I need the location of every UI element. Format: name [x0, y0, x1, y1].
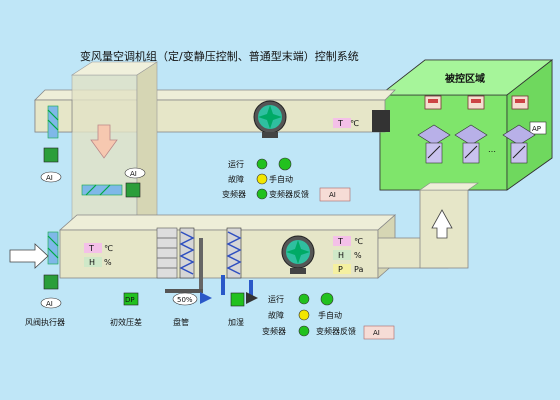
vav-box-1[interactable] — [417, 124, 451, 164]
svg-text:运行: 运行 — [268, 294, 284, 304]
mixing-damper[interactable] — [81, 182, 141, 198]
coil-valve[interactable]: 50% — [172, 292, 212, 306]
page-title: 变风量空调机组（定/变静压控制、普通型末端）控制系统 — [80, 49, 359, 63]
supply-pressure-reading: P Pa — [333, 264, 363, 274]
zone-label: 被控区域 — [445, 72, 485, 85]
return-fan-run-indicator — [256, 158, 268, 170]
mix-down-arrow — [90, 124, 118, 159]
svg-text:AP: AP — [532, 125, 541, 133]
supply-fan-start-button[interactable] — [320, 292, 334, 306]
zone-ap-sensor: AP — [529, 121, 547, 135]
svg-text:T: T — [337, 237, 343, 246]
humidifier-valve[interactable] — [230, 292, 258, 307]
svg-text:故障: 故障 — [268, 310, 284, 320]
svg-text:T: T — [88, 244, 94, 253]
humidifier[interactable] — [221, 227, 253, 300]
svg-text:P: P — [338, 265, 343, 274]
supply-fan-run-indicator — [298, 293, 310, 305]
supply-fan-fault-indicator — [298, 309, 310, 321]
svg-text:H: H — [338, 251, 344, 260]
svg-text:%: % — [354, 251, 362, 260]
return-fan-vfd-ai — [319, 187, 351, 202]
svg-text:AI: AI — [329, 191, 336, 199]
svg-text:AI: AI — [130, 170, 137, 178]
svg-text:50%: 50% — [177, 296, 193, 304]
zone-thermostat-3[interactable] — [511, 95, 529, 110]
svg-text:变频器: 变频器 — [222, 189, 246, 199]
vav-box-2[interactable] — [454, 124, 488, 164]
svg-text:变频器反馈: 变频器反馈 — [269, 189, 309, 199]
zone-thermostat-2[interactable] — [467, 95, 485, 110]
svg-text:%: % — [104, 258, 112, 267]
exhaust-damper[interactable] — [43, 105, 59, 163]
svg-text:DP: DP — [125, 296, 135, 304]
outdoor-air-damper[interactable] — [43, 231, 59, 290]
return-fan-fault-indicator — [256, 173, 268, 185]
coil-label: 盘管 — [173, 317, 189, 327]
supply-fan[interactable] — [281, 235, 315, 274]
svg-text:Pa: Pa — [354, 265, 363, 274]
return-fan[interactable] — [253, 100, 287, 138]
svg-text:℃: ℃ — [350, 119, 359, 128]
return-fan-start-button[interactable] — [278, 157, 292, 171]
supply-temp-sensor: T ℃ — [333, 118, 359, 128]
svg-text:AI: AI — [46, 300, 53, 308]
svg-text:T: T — [337, 119, 343, 128]
svg-text:变频器反馈: 变频器反馈 — [316, 326, 356, 336]
ahu-housing — [70, 61, 159, 231]
supply-humidity-reading: H % — [333, 250, 362, 260]
return-fan-status-panel: 运行 故障 手自动 变频器 变频器反馈 AI — [222, 157, 351, 202]
zone-supply-duct — [377, 182, 479, 269]
pre-filter[interactable] — [156, 227, 178, 279]
vav-box-3[interactable] — [502, 124, 536, 164]
cooling-coil[interactable] — [165, 227, 203, 293]
controlled-zone: 被控区域 — [378, 59, 554, 191]
outdoor-air-arrow — [9, 243, 49, 269]
supply-fan-vfd-indicator — [298, 325, 310, 337]
svg-text:手自动: 手自动 — [269, 174, 293, 184]
mix-temp-sensor: T ℃ — [84, 243, 113, 253]
svg-text:故障: 故障 — [228, 174, 244, 184]
svg-text:℃: ℃ — [104, 244, 113, 253]
actuator-label: 风阀执行器 — [25, 317, 65, 327]
svg-text:H: H — [89, 258, 95, 267]
zone-thermostat-1[interactable] — [424, 95, 442, 110]
supply-fan-status-panel: 运行 故障 手自动 变频器 变频器反馈 AI — [262, 292, 395, 340]
supply-duct — [58, 214, 397, 279]
humidifier-label: 加湿 — [228, 317, 244, 327]
mix-humidity-sensor: H % — [84, 257, 112, 267]
svg-text:AI: AI — [373, 329, 380, 337]
filter-label: 初效压差 — [110, 317, 142, 327]
exhaust-damper-ai: AI — [40, 171, 62, 183]
supply-up-arrow — [431, 209, 453, 239]
supply-fan-vfd-ai — [363, 325, 395, 340]
svg-text:AI: AI — [46, 174, 53, 182]
zone-more-dots: … — [488, 145, 496, 154]
outdoor-damper-ai: AI — [40, 297, 62, 309]
mixing-damper-ai: AI — [124, 167, 146, 179]
svg-text:手自动: 手自动 — [318, 310, 342, 320]
svg-text:运行: 运行 — [228, 159, 244, 169]
return-fan-vfd-indicator — [256, 188, 268, 200]
filter-dp-indicator: DP — [123, 292, 139, 306]
svg-text:变频器: 变频器 — [262, 326, 286, 336]
svg-text:℃: ℃ — [354, 237, 363, 246]
supply-temp-reading: T ℃ — [333, 236, 363, 246]
